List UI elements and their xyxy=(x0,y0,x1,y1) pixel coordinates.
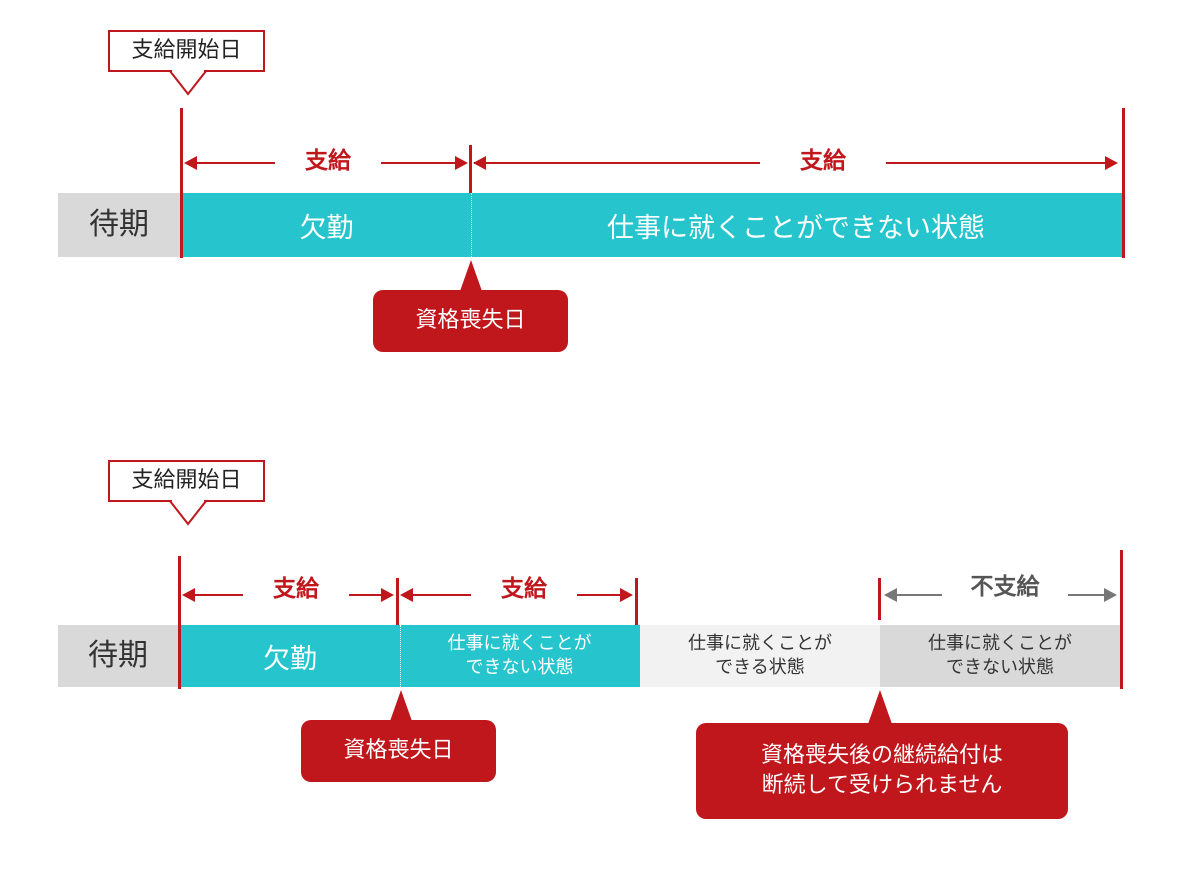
start-date-label: 支給開始日 xyxy=(108,460,265,502)
arrow-right-icon xyxy=(1105,156,1118,170)
continued-benefit-warning-callout: 資格喪失後の継続給付は 断続して受けられません xyxy=(696,723,1068,819)
arrow-right-icon xyxy=(381,588,394,602)
callout-text: 資格喪失日 xyxy=(415,308,526,333)
segment-divider xyxy=(400,625,401,687)
segment-text: 仕事に就くことが できない状態 xyxy=(928,633,1072,678)
timeline-diagram-1: 支給開始日 支給 支給 待期 欠勤 仕事に就くことができない状態 資格喪失日 xyxy=(0,0,1182,370)
arrow-left-icon xyxy=(182,588,195,602)
callout-text: 資格喪失日 xyxy=(343,738,454,763)
arrow-right-icon xyxy=(620,588,633,602)
segment-text: 欠勤 xyxy=(299,212,354,244)
absence-segment: 欠勤 xyxy=(181,625,399,687)
arrow-right-icon xyxy=(455,156,468,170)
start-date-label: 支給開始日 xyxy=(108,30,265,72)
unable-to-work-segment: 仕事に就くことが できない状態 xyxy=(399,625,640,687)
end-marker-line xyxy=(1120,550,1123,689)
able-to-work-segment: 仕事に就くことが できる状態 xyxy=(640,625,880,687)
loss-marker-line xyxy=(469,145,472,193)
down-arrow-icon xyxy=(168,70,208,96)
span-start-marker-line xyxy=(878,578,881,620)
callout-text: 資格喪失後の継続給付は 断続して受けられません xyxy=(760,743,1003,798)
segment-divider xyxy=(471,193,472,257)
down-arrow-icon xyxy=(168,500,208,526)
unable-to-work-segment-again: 仕事に就くことが できない状態 xyxy=(880,625,1120,687)
span-label-payment: 支給 xyxy=(275,146,381,176)
loss-of-eligibility-callout: 資格喪失日 xyxy=(301,720,496,782)
segment-text: 欠勤 xyxy=(263,643,317,675)
arrow-left-icon xyxy=(400,588,413,602)
loss-marker-line xyxy=(396,578,399,626)
callout-pointer xyxy=(459,260,483,294)
loss-of-eligibility-callout: 資格喪失日 xyxy=(373,290,568,352)
arrow-left-icon xyxy=(473,156,486,170)
span-label-payment: 支給 xyxy=(471,574,577,604)
start-marker-line xyxy=(180,108,183,258)
unable-to-work-segment: 仕事に就くことができない状態 xyxy=(470,193,1122,257)
end-marker-line xyxy=(1122,108,1125,258)
waiting-period-label: 待期 xyxy=(58,625,178,687)
callout-pointer xyxy=(389,690,413,724)
arrow-left-icon xyxy=(884,588,897,602)
arrow-left-icon xyxy=(184,156,197,170)
arrow-right-icon xyxy=(1104,588,1117,602)
span-label-non-payment: 不支給 xyxy=(942,572,1068,602)
span-label-payment: 支給 xyxy=(760,146,886,176)
timeline-diagram-2: 支給開始日 支給 支給 不支給 待期 欠勤 仕事に就くことが できない状態 仕事… xyxy=(0,440,1182,819)
segment-text: 仕事に就くことができない状態 xyxy=(607,212,985,244)
span-label-payment: 支給 xyxy=(243,574,349,604)
callout-pointer xyxy=(868,690,892,724)
segment-text: 仕事に就くことが できる状態 xyxy=(688,633,832,678)
span-end-marker-line xyxy=(635,578,638,626)
segment-text: 仕事に就くことが できない状態 xyxy=(447,633,592,678)
start-marker-line xyxy=(178,556,181,689)
waiting-period-label: 待期 xyxy=(58,193,180,257)
absence-segment: 欠勤 xyxy=(183,193,470,257)
